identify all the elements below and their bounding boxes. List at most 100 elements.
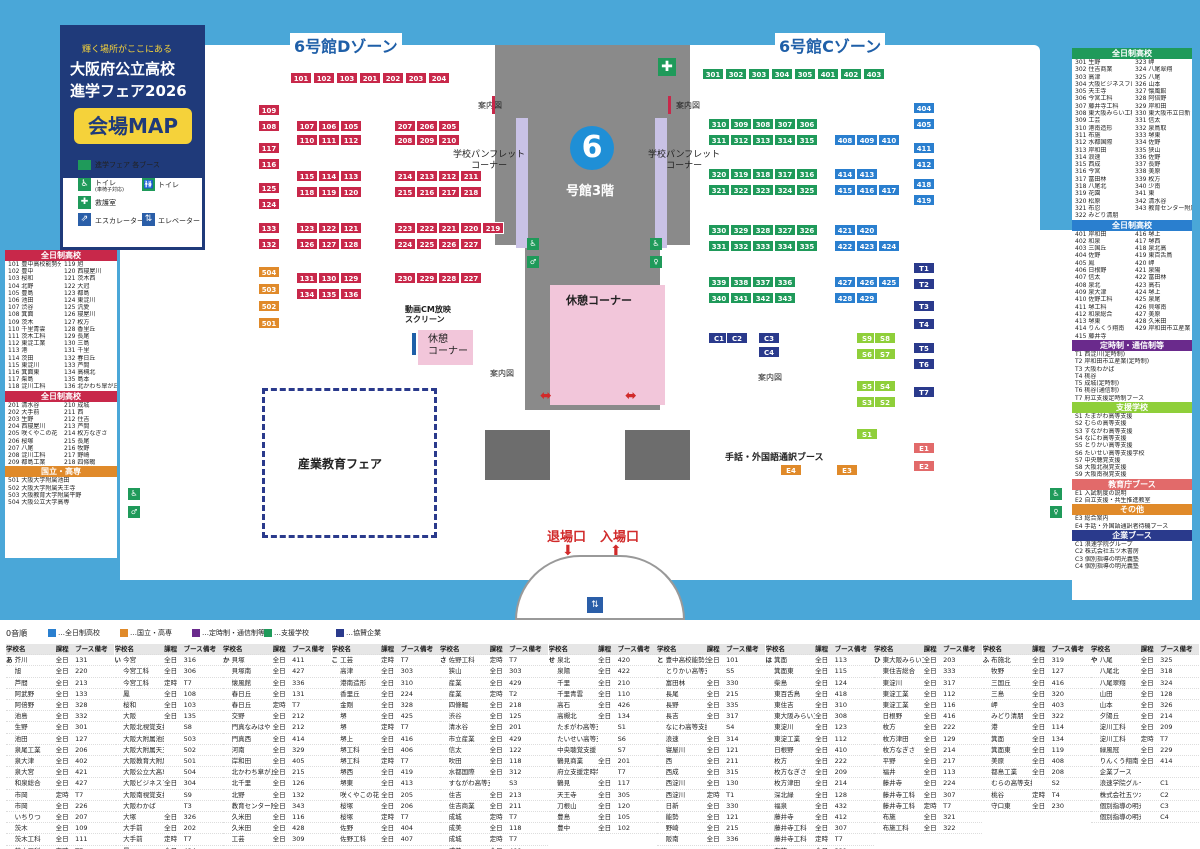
- index-kana: [549, 734, 558, 744]
- index-cell: 316: [183, 656, 197, 665]
- sidebar-school-item: 211 西: [64, 408, 84, 416]
- index-legend-swatch: [48, 629, 56, 637]
- index-kana: [115, 734, 124, 744]
- booth-219: 219: [482, 222, 504, 234]
- pamphlet-corner-right: 学校パンフレット コーナー: [648, 150, 721, 171]
- index-cell: 205: [400, 790, 414, 799]
- hall-floor-label: 号館3階: [566, 184, 615, 199]
- sidebar-school-item: 218 四條畷: [64, 459, 96, 467]
- small-rest-area: [418, 330, 473, 365]
- booth-222: 222: [416, 222, 438, 234]
- index-cell: 山田: [1099, 689, 1113, 698]
- index-header-row: 学校名課程ブース備考: [982, 644, 1091, 656]
- index-cell: 112: [943, 689, 956, 698]
- index-cell: 全日: [923, 712, 937, 721]
- index-cell: 全日: [598, 801, 612, 810]
- index-cell: 124: [834, 678, 848, 687]
- index-cell: 市岡: [14, 790, 28, 799]
- booth-335: 335: [796, 240, 818, 252]
- sidebar-school-item: 312 水都国際: [1075, 139, 1113, 147]
- index-cell: 泉陽: [557, 667, 571, 676]
- exit-arrow-icon: ⬇: [562, 543, 574, 559]
- sidebar-school-item: 130 三島: [64, 340, 90, 348]
- index-cell: 生野: [14, 723, 28, 732]
- index-cell: 115: [834, 667, 848, 676]
- index-header-cell: 学校名: [765, 645, 786, 653]
- index-cell: 222: [834, 757, 848, 766]
- booth-422: 422: [834, 240, 856, 252]
- booth-410: 410: [878, 134, 900, 146]
- sidebar-school-item: 308 東大阪みらい工科: [1075, 110, 1132, 118]
- index-kana: [657, 734, 666, 744]
- index-kana: [766, 700, 775, 710]
- index-cell: 213: [509, 790, 522, 799]
- index-cell: 304: [183, 779, 197, 788]
- index-header-cell: 備考: [962, 645, 976, 653]
- index-column: 学校名課程ブース備考ひ東大阪みらい工科全日203東住吉総合全日333東淀川全日3…: [874, 644, 982, 844]
- index-cell: 成城: [448, 813, 462, 822]
- index-kana: [6, 790, 15, 800]
- index-cell: 全日: [923, 689, 937, 698]
- sidebar-school-item: 201 清水谷: [8, 401, 40, 409]
- index-cell: 308: [834, 712, 848, 721]
- index-cell: 502: [183, 745, 197, 754]
- booth-331: 331: [708, 240, 730, 252]
- index-cell: 阿武野: [14, 689, 35, 698]
- booth-221: 221: [438, 222, 460, 234]
- header-title-line2: 進学フェア2026: [70, 82, 187, 100]
- sidebar-school-item: 128 香里丘: [64, 325, 96, 333]
- index-cell: 全日: [381, 824, 395, 833]
- index-cell: 枚方津田: [882, 734, 909, 743]
- index-cell: [1141, 801, 1160, 811]
- booth-404: 404: [913, 102, 935, 114]
- index-cell: 全日: [272, 678, 286, 687]
- index-cell: 312: [509, 768, 522, 777]
- sidebar-school-item: 427 美原: [1135, 310, 1161, 318]
- booth-334: 334: [774, 240, 796, 252]
- index-cell: 平野: [882, 757, 896, 766]
- sidebar-school-item: 122 大冠: [64, 282, 90, 290]
- index-kana: [440, 823, 449, 833]
- index-header-cell: 学校名: [982, 645, 1003, 653]
- index-kana: [440, 734, 449, 744]
- index-cell: 305: [617, 790, 631, 799]
- sidebar-school-item: S1 たまがわ高等支援: [1075, 413, 1133, 421]
- index-kana: [6, 734, 15, 744]
- index-header-row: 学校名課程ブース備考: [331, 644, 440, 656]
- index-cell: 501: [183, 757, 197, 766]
- booth-501: 501: [258, 317, 280, 329]
- index-cell: 全日: [489, 790, 503, 799]
- booth-226: 226: [438, 238, 460, 250]
- index-cell: 芦間: [14, 678, 28, 687]
- index-cell: 堺工科: [340, 745, 360, 754]
- booth-423: 423: [856, 240, 878, 252]
- index-header-cell: ブース: [1160, 645, 1180, 653]
- index-header-cell: 備考: [745, 645, 759, 653]
- sidebar-school-item: S8 大阪北視覚支援: [1075, 464, 1127, 472]
- index-cell: 桃谷: [991, 790, 1005, 799]
- sidebar-school-item: 502 大阪大学附属天王寺: [8, 484, 76, 492]
- index-kana: [6, 778, 15, 788]
- sidebar-school-item: 103 桜和: [8, 275, 34, 283]
- booth-108: 108: [258, 120, 280, 132]
- index-header-row: 学校名課程ブース備考: [765, 644, 874, 656]
- index-cell: 佐野: [340, 824, 354, 833]
- index-cell: 126: [292, 779, 305, 788]
- info-map-center-right: 案内図: [758, 373, 782, 382]
- index-cell: 全日: [381, 768, 395, 777]
- escalator-left: [485, 430, 550, 480]
